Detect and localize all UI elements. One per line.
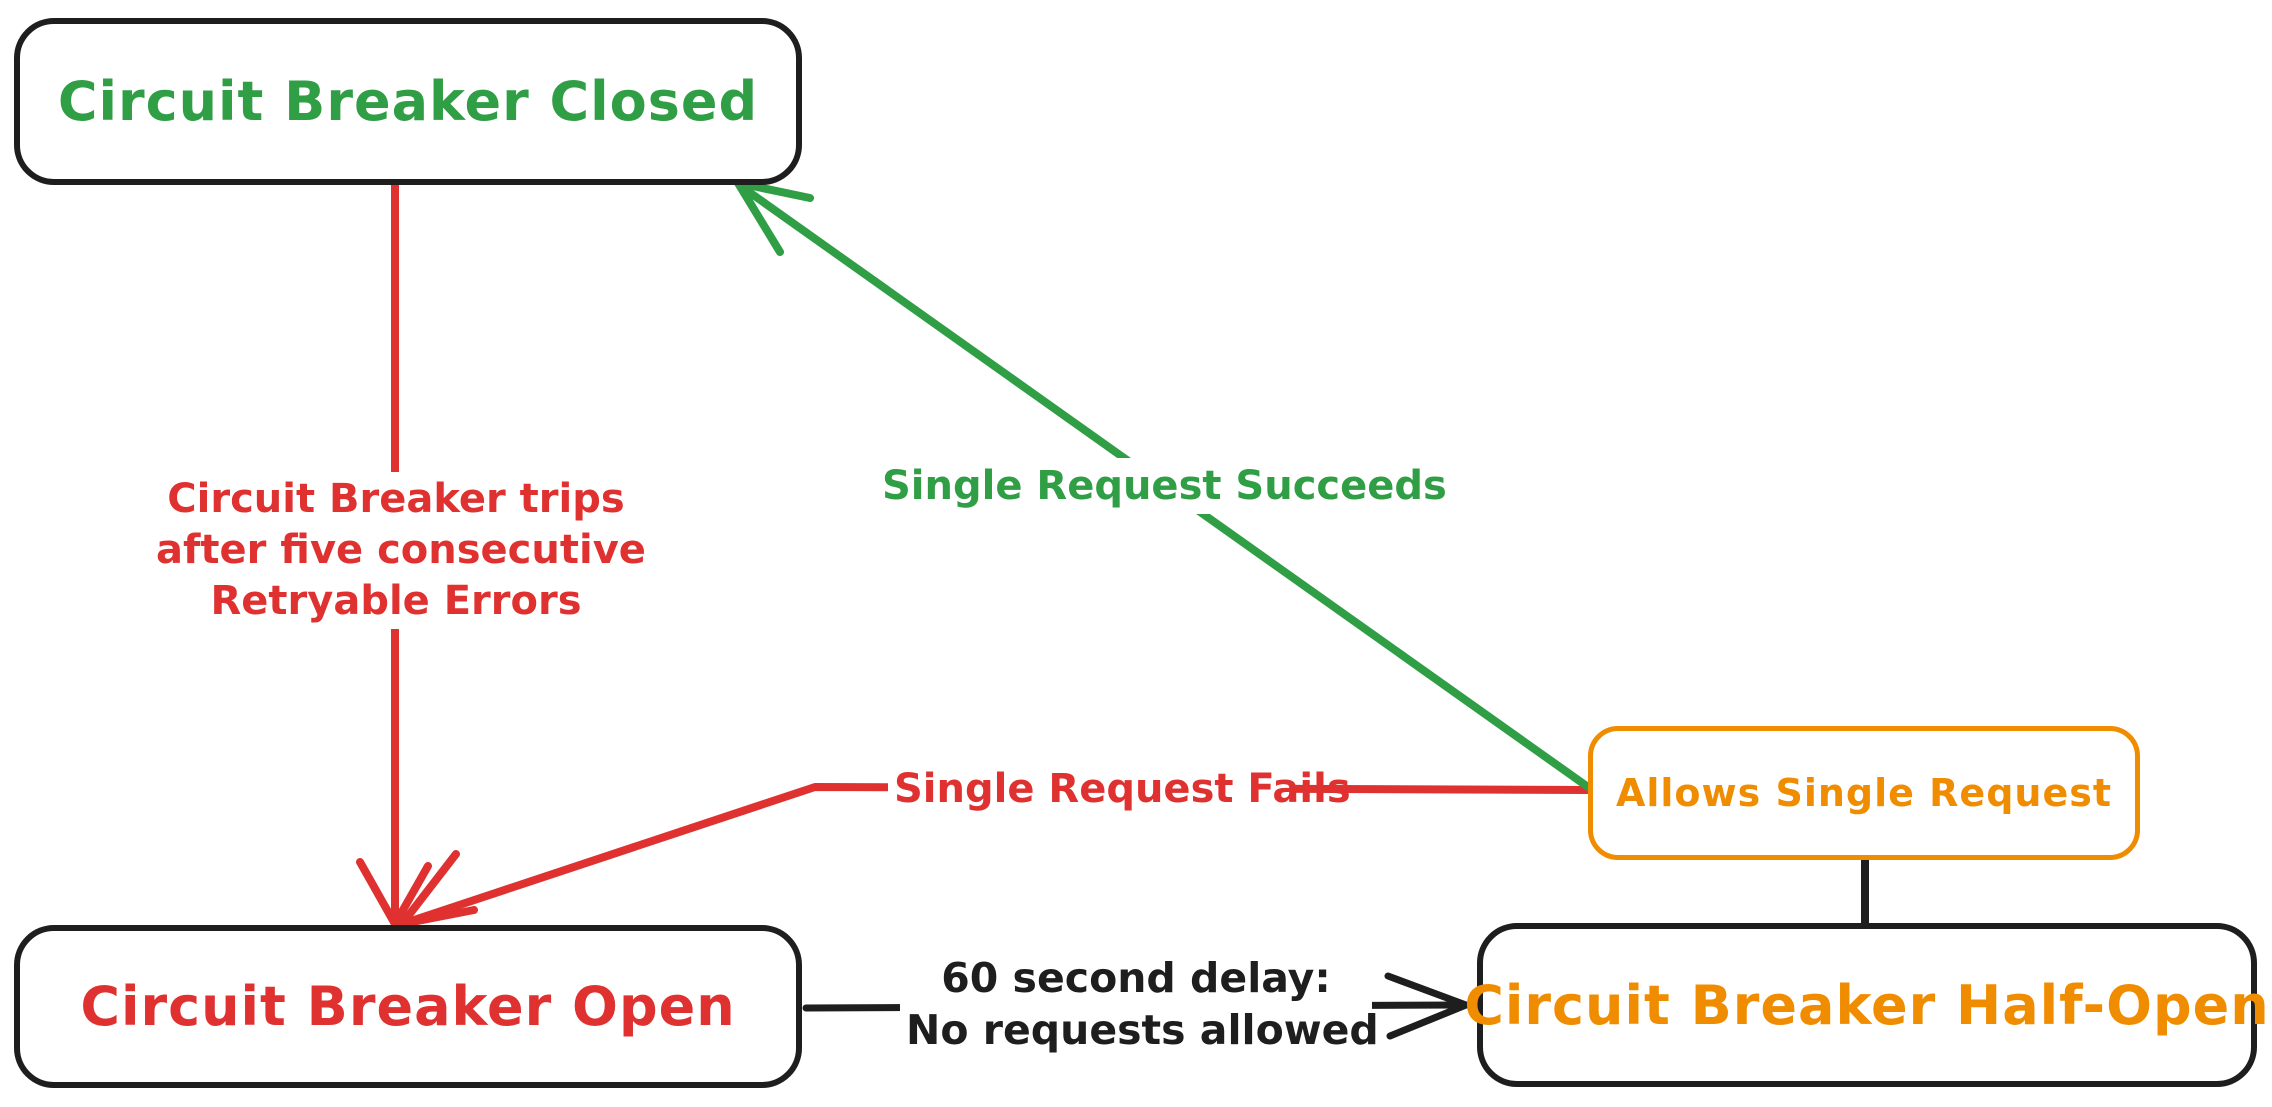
node-label-closed: Circuit Breaker Closed: [57, 70, 759, 133]
edge-label-delay: 60 second delay: No requests allowed: [900, 950, 1379, 1058]
node-circuit-breaker-closed: Circuit Breaker Closed: [14, 18, 802, 185]
node-label-open: Circuit Breaker Open: [80, 975, 736, 1038]
edge-label-trips-line2: after five consecutive: [156, 527, 646, 573]
edge-delay-arrowhead: [1384, 972, 1470, 1040]
node-label-half-open: Circuit Breaker Half-Open: [1464, 973, 2270, 1037]
edge-label-trips: Circuit Breaker trips after five consecu…: [150, 472, 646, 629]
edge-label-delay-line1: 60 second delay:: [941, 954, 1331, 1002]
edge-label-succeeds: Single Request Succeeds: [876, 458, 1447, 514]
edge-fails-arrowhead: [398, 850, 478, 928]
edge-label-trips-line3: Retryable Errors: [210, 578, 582, 624]
edge-label-trips-line1: Circuit Breaker trips: [167, 476, 625, 522]
node-allows-single-request: Allows Single Request: [1588, 726, 2140, 860]
edge-trips-arrowhead: [356, 858, 432, 928]
node-circuit-breaker-open: Circuit Breaker Open: [14, 925, 802, 1088]
edge-label-delay-line2: No requests allowed: [906, 1006, 1379, 1054]
node-label-allows-single-request: Allows Single Request: [1615, 771, 2113, 815]
edge-succeeds-arrowhead: [734, 179, 814, 256]
edge-label-fails: Single Request Fails: [888, 760, 1351, 818]
node-circuit-breaker-half-open: Circuit Breaker Half-Open: [1464, 923, 2269, 1087]
edge-fails-line: [398, 783, 1592, 928]
